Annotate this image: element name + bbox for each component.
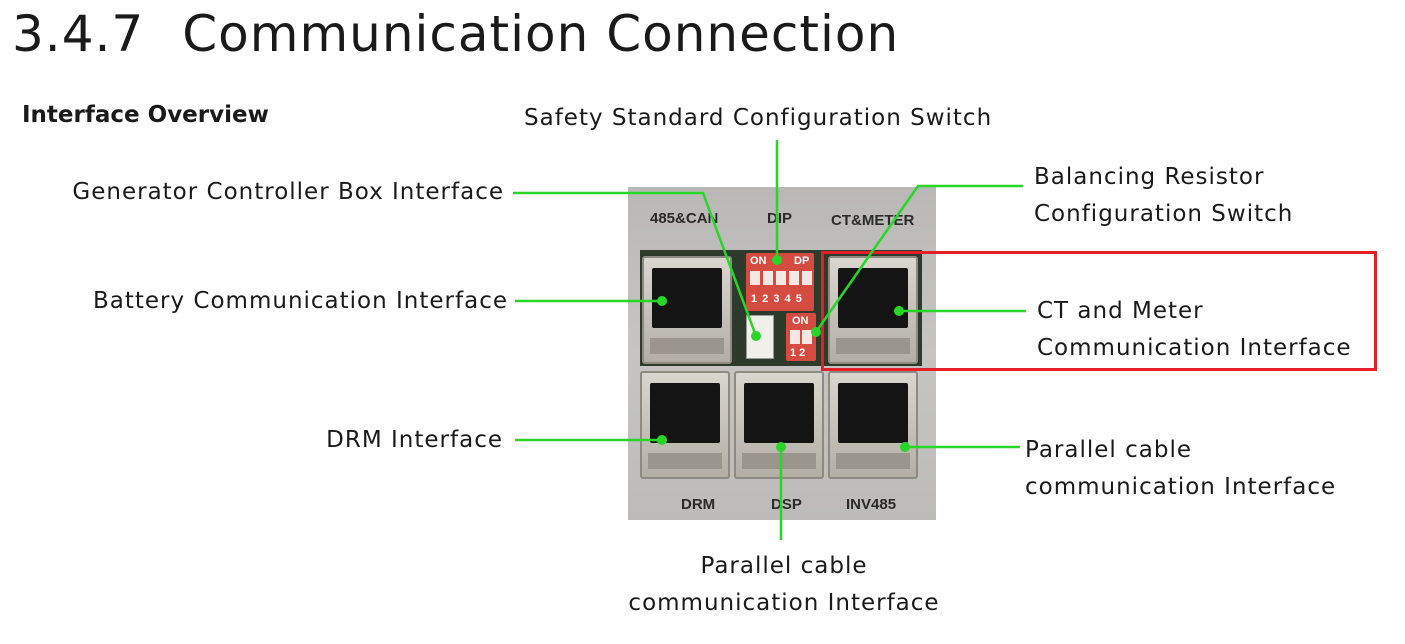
callout-ct-meter-line2: Communication Interface bbox=[1037, 335, 1352, 361]
dot-safety-switch bbox=[772, 255, 782, 265]
label-drm: DRM bbox=[681, 496, 716, 513]
battery-comm-port bbox=[642, 256, 732, 364]
callout-generator-box: Generator Controller Box Interface bbox=[72, 179, 504, 205]
dot-drm bbox=[657, 435, 667, 445]
callout-parallel-bottom-line1: Parallel cable bbox=[700, 553, 868, 579]
label-dsp: DSP bbox=[771, 496, 802, 513]
callout-balancing-line1: Balancing Resistor bbox=[1034, 164, 1265, 190]
label-ct-meter: CT&METER bbox=[831, 212, 915, 229]
label-dip: DIP bbox=[767, 210, 793, 227]
callout-battery-comm: Battery Communication Interface bbox=[92, 288, 508, 314]
dip-on-text: ON bbox=[750, 255, 767, 267]
drm-port bbox=[640, 371, 730, 479]
label-inv485: INV485 bbox=[846, 496, 897, 513]
ct-meter-port bbox=[828, 256, 918, 364]
dot-parallel-right bbox=[900, 442, 910, 452]
dip-dp-text: DP bbox=[794, 255, 810, 267]
section-number: 3.4.7 bbox=[12, 5, 145, 63]
leader-generator-box bbox=[513, 191, 758, 337]
dip-positions-text: 1 2 3 4 5 bbox=[751, 293, 803, 305]
callout-ct-meter: CT and Meter Communication Interface bbox=[1037, 293, 1352, 367]
small-dip-on-text: ON bbox=[792, 315, 809, 327]
callout-balancing-line2: Configuration Switch bbox=[1034, 201, 1294, 227]
callout-parallel-bottom: Parallel cable communication Interface bbox=[604, 548, 964, 622]
label-485-can: 485&CAN bbox=[650, 210, 719, 227]
dot-generator-box bbox=[751, 331, 761, 341]
dot-battery-comm bbox=[657, 296, 667, 306]
callout-balancing-switch: Balancing Resistor Configuration Switch bbox=[1034, 159, 1293, 233]
callout-drm: DRM Interface bbox=[326, 427, 503, 453]
safety-standard-dip-switch: ON DP 1 2 3 4 5 bbox=[746, 253, 814, 311]
callout-safety-switch: Safety Standard Configuration Switch bbox=[524, 105, 993, 131]
ct-meter-highlight-box bbox=[821, 251, 1377, 371]
dot-balancing-switch bbox=[811, 327, 821, 337]
callout-parallel-bottom-line2: communication Interface bbox=[628, 590, 940, 616]
dsp-port bbox=[734, 371, 824, 479]
dot-parallel-bottom bbox=[776, 442, 786, 452]
callout-parallel-right-line2: communication Interface bbox=[1025, 474, 1337, 500]
callout-ct-meter-line1: CT and Meter bbox=[1037, 298, 1204, 324]
callout-parallel-right-line1: Parallel cable bbox=[1025, 437, 1192, 463]
dot-ct-meter bbox=[894, 306, 904, 316]
section-title: 3.4.7 Communication Connection bbox=[12, 4, 899, 64]
small-dip-positions-text: 1 2 bbox=[790, 347, 806, 359]
callout-parallel-right: Parallel cable communication Interface bbox=[1025, 432, 1336, 506]
leader-balancing-switch bbox=[814, 184, 1023, 333]
inv485-port bbox=[828, 371, 918, 479]
balancing-resistor-dip-switch: ON 1 2 bbox=[786, 313, 816, 361]
section-title-text: Communication Connection bbox=[182, 5, 900, 63]
interface-overview-heading: Interface Overview bbox=[22, 102, 269, 128]
